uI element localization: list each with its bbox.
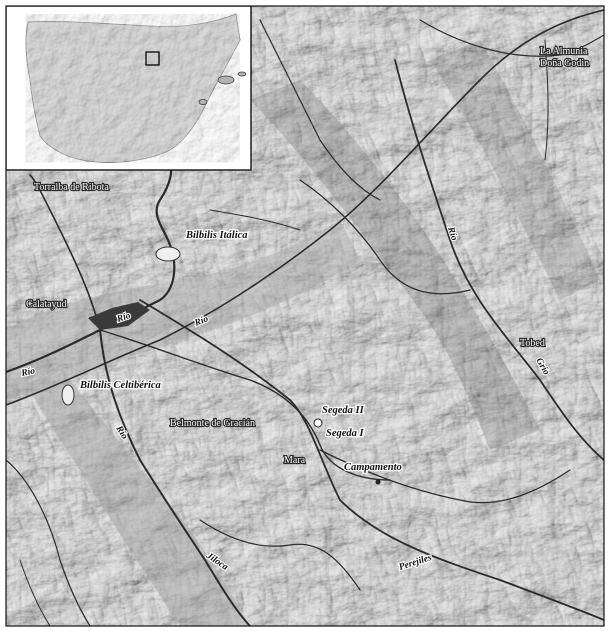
- balearic-mallorca: [217, 75, 235, 85]
- label-bilbilis-italica: Bilbilis Itálica: [185, 230, 248, 241]
- river-ribota: [29, 174, 101, 331]
- study-area-box: [145, 51, 160, 66]
- label-la-almunia-1: La Almunia: [540, 46, 588, 57]
- label-campamento: Campamento: [344, 462, 402, 473]
- road-a2: [6, 9, 604, 406]
- sierra-vicor: [250, 80, 540, 450]
- label-segeda-2: Segeda II: [322, 405, 365, 416]
- jalon-valley: [6, 220, 360, 400]
- label-bilbilis-celtiberica: Bilbilis Celtibérica: [79, 380, 161, 391]
- label-tobed: Tobed: [520, 338, 545, 349]
- label-belmonte: Belmonte de Gracián: [170, 418, 255, 429]
- jiloca-valley: [30, 380, 250, 626]
- label-calatayud: Calatayud: [26, 299, 67, 310]
- river-perejiles: [139, 299, 604, 621]
- label-la-almunia-2: Doña Godin: [540, 58, 589, 69]
- river-jalon: [6, 148, 176, 374]
- road-8: [199, 519, 361, 591]
- map-border: [5, 5, 605, 627]
- balearic-menorca: [237, 71, 247, 77]
- balearic-ibiza: [198, 99, 208, 105]
- road-7: [6, 459, 91, 626]
- road-2: [99, 329, 391, 481]
- segeda-marker: [313, 418, 323, 428]
- sierra-algairen: [430, 40, 600, 300]
- road-3: [299, 179, 471, 295]
- campamento-marker: [375, 479, 381, 485]
- calatayud-town: [88, 302, 150, 330]
- lake-bilbilis: [155, 246, 181, 262]
- stream-2: [209, 209, 301, 231]
- road-4: [319, 449, 571, 504]
- lake-calatayud: [61, 384, 75, 406]
- inset-map: [6, 6, 252, 171]
- label-rio-left: Río: [20, 366, 37, 379]
- label-torralba: Torralba de Ribota: [34, 182, 109, 193]
- label-mara: Mara: [284, 455, 306, 466]
- label-segeda-1: Segeda I: [326, 428, 365, 439]
- road-5: [259, 19, 381, 201]
- stream-3: [19, 559, 51, 626]
- stream-1: [544, 39, 549, 161]
- river-jiloca: [99, 329, 251, 626]
